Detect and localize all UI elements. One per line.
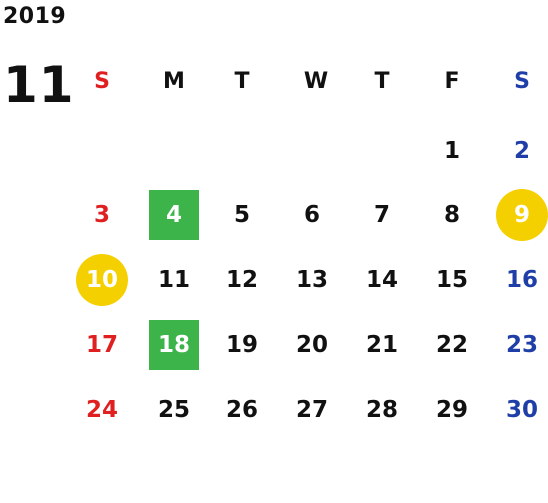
calendar-day-number: 8 <box>443 202 460 228</box>
calendar-day-number: 21 <box>365 332 398 358</box>
calendar-day-number: 5 <box>233 202 250 228</box>
calendar-day-number: 23 <box>505 332 538 358</box>
calendar-day-15[interactable]: 15 <box>422 255 482 305</box>
calendar-day-number: 26 <box>225 397 258 423</box>
weekday-tuesday: T <box>234 68 250 94</box>
calendar-day-16[interactable]: 16 <box>492 255 548 305</box>
calendar-day-30[interactable]: 30 <box>492 385 548 435</box>
calendar-day-number: 16 <box>505 267 538 293</box>
weekday-friday: F <box>444 68 460 94</box>
calendar-day-6[interactable]: 6 <box>282 190 342 240</box>
calendar-day-number: 10 <box>85 267 118 293</box>
calendar-day-number: 6 <box>303 202 320 228</box>
weekday-sunday: S <box>94 68 110 94</box>
calendar-day-number: 7 <box>373 202 390 228</box>
calendar-day-20[interactable]: 20 <box>282 320 342 370</box>
calendar-day-number: 12 <box>225 267 258 293</box>
weekday-monday: M <box>163 68 185 94</box>
calendar-day-9[interactable]: 9 <box>492 189 548 241</box>
calendar-day-number: 24 <box>85 397 118 423</box>
weekday-wednesday: W <box>303 68 329 94</box>
calendar-day-17[interactable]: 17 <box>72 320 132 370</box>
calendar-day-number: 22 <box>435 332 468 358</box>
calendar-day-21[interactable]: 21 <box>352 320 412 370</box>
calendar-day-number: 25 <box>157 397 190 423</box>
calendar-day-14[interactable]: 14 <box>352 255 412 305</box>
calendar-day-7[interactable]: 7 <box>352 190 412 240</box>
calendar-day-3[interactable]: 3 <box>72 190 132 240</box>
calendar-day-number: 28 <box>365 397 398 423</box>
weekday-thursday: T <box>374 68 390 94</box>
calendar-day-25[interactable]: 25 <box>144 385 204 435</box>
calendar-day-number: 19 <box>225 332 258 358</box>
calendar-day-12[interactable]: 12 <box>212 255 272 305</box>
calendar-day-number: 3 <box>93 202 110 228</box>
month-number: 11 <box>3 56 75 114</box>
calendar-day-number: 29 <box>435 397 468 423</box>
calendar-day-18[interactable]: 18 <box>144 320 204 370</box>
calendar-day-22[interactable]: 22 <box>422 320 482 370</box>
calendar-day-13[interactable]: 13 <box>282 255 342 305</box>
calendar-day-number: 13 <box>295 267 328 293</box>
calendar-day-number: 14 <box>365 267 398 293</box>
calendar-day-2[interactable]: 2 <box>492 126 548 176</box>
calendar-day-19[interactable]: 19 <box>212 320 272 370</box>
calendar-day-10[interactable]: 10 <box>72 254 132 306</box>
calendar-day-number: 20 <box>295 332 328 358</box>
calendar-day-1[interactable]: 1 <box>422 126 482 176</box>
calendar-day-number: 27 <box>295 397 328 423</box>
calendar-day-23[interactable]: 23 <box>492 320 548 370</box>
year-label: 2019 <box>3 4 67 29</box>
calendar-day-24[interactable]: 24 <box>72 385 132 435</box>
calendar-day-28[interactable]: 28 <box>352 385 412 435</box>
calendar-day-number: 2 <box>513 138 530 164</box>
calendar-day-26[interactable]: 26 <box>212 385 272 435</box>
calendar-day-29[interactable]: 29 <box>422 385 482 435</box>
calendar-day-number: 15 <box>435 267 468 293</box>
calendar-day-number: 30 <box>505 397 538 423</box>
weekday-saturday: S <box>514 68 530 94</box>
calendar-day-number: 9 <box>513 202 530 228</box>
calendar-day-27[interactable]: 27 <box>282 385 342 435</box>
calendar-day-11[interactable]: 11 <box>144 255 204 305</box>
calendar-day-8[interactable]: 8 <box>422 190 482 240</box>
calendar-day-5[interactable]: 5 <box>212 190 272 240</box>
calendar-day-number: 1 <box>443 138 460 164</box>
calendar-day-4[interactable]: 4 <box>144 190 204 240</box>
calendar-day-number: 4 <box>165 202 182 228</box>
calendar-day-number: 18 <box>157 332 190 358</box>
calendar-day-number: 11 <box>157 267 190 293</box>
calendar-day-number: 17 <box>85 332 118 358</box>
